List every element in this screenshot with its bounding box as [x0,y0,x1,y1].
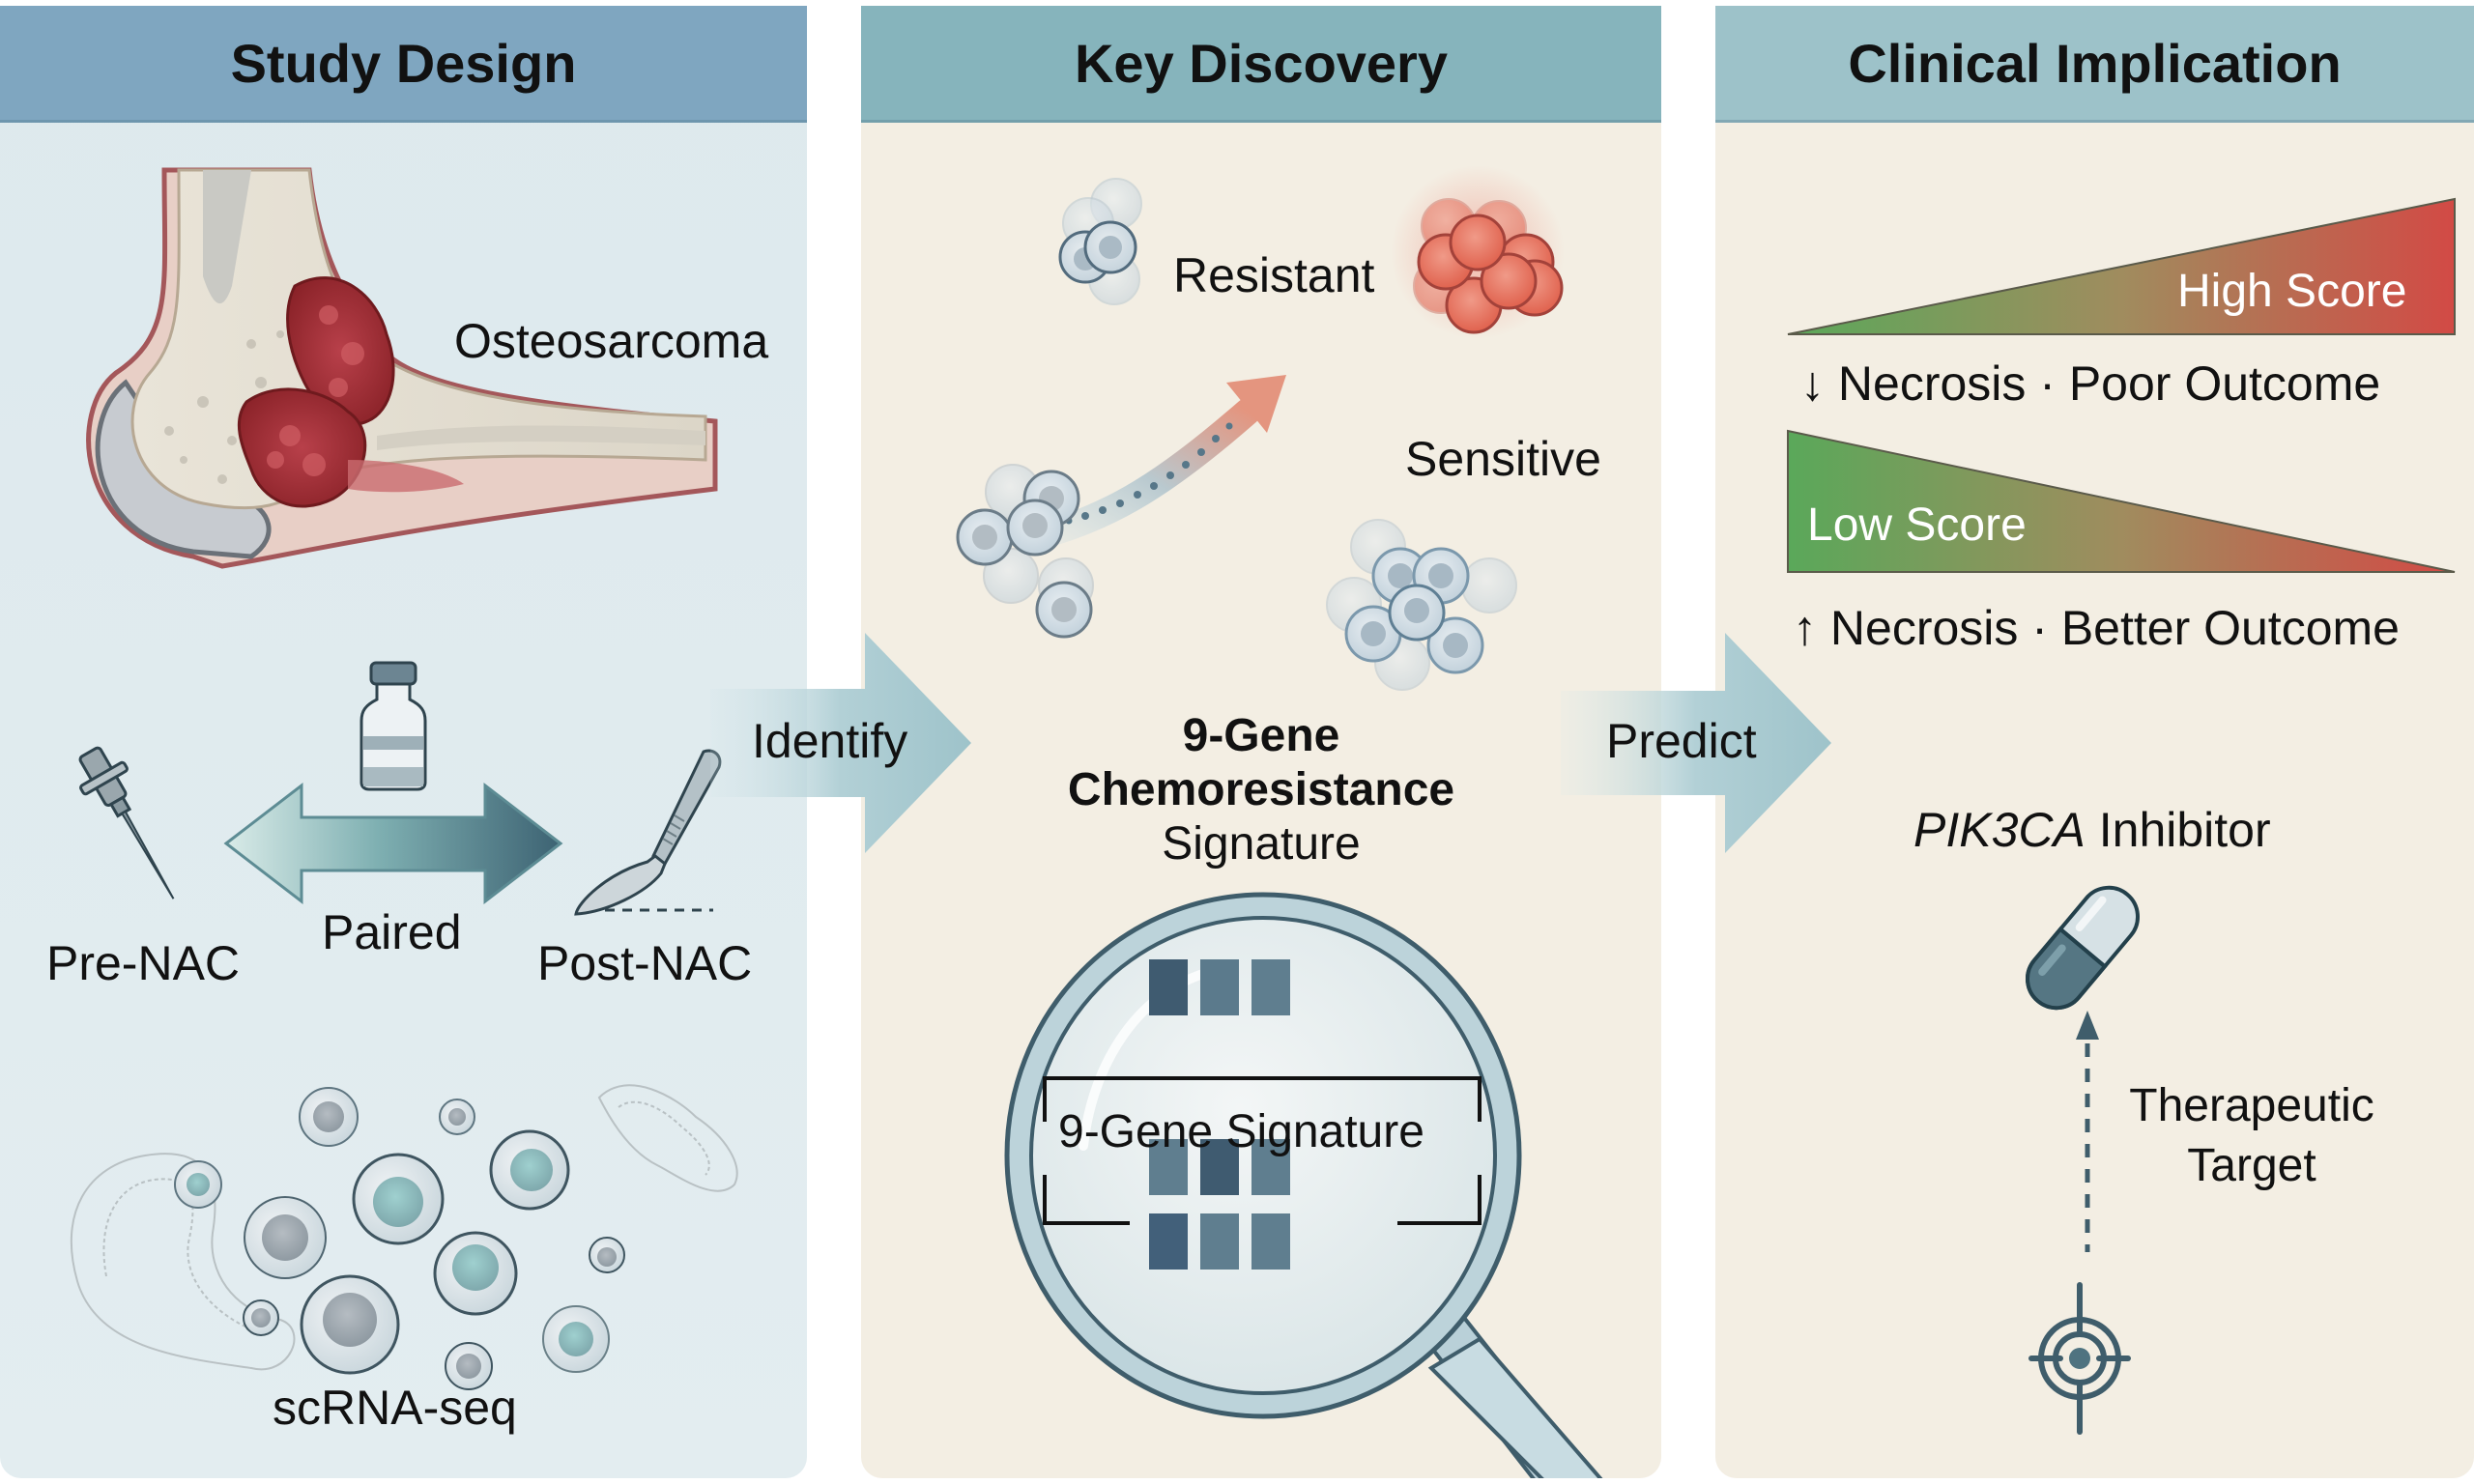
dashed-up-arrow [2076,1011,2099,1252]
key-discovery-header: Key Discovery [861,6,1661,123]
cell-cluster [174,1087,625,1390]
gene-square [1251,1213,1290,1270]
sensitive-cell-cluster [1326,519,1517,691]
low-score-outcome-text: Necrosis · Better Outcome [1829,601,2400,655]
arrow-down-icon: ↓ [1800,357,1825,411]
drug-label: PIK3CA Inhibitor [1913,802,2271,858]
signature-title-line3: Signature [1162,818,1361,870]
risk-score-wedges [1787,197,2456,573]
pill-capsule-icon [2026,885,2140,1011]
high-score-outcome: ↓ Necrosis · Poor Outcome [1800,356,2380,412]
study-design-panel: Study Design Osteosarcoma [0,6,807,1478]
osteosarcoma-bone-illustration [86,167,718,569]
resistant-cell-cluster [1391,165,1565,339]
paired-label: Paired [322,905,462,959]
low-score-wedge [1787,429,2456,573]
gene-square [1251,959,1290,1015]
arrow-up-icon: ↑ [1793,601,1817,655]
target-label: Target [2187,1140,2316,1191]
resistant-label: Resistant [1173,248,1375,302]
signature-title-line1: 9-Gene [1182,710,1340,761]
clinical-implication-panel: Clinical Implication High Score ↓ Necros… [1715,6,2474,1478]
drug-gene-name: PIK3CA [1913,803,2086,857]
scrna-seq-label: scRNA-seq [273,1381,517,1435]
signature-title-line2: Chemoresistance [1067,764,1455,815]
identify-label: Identify [752,714,908,768]
initial-cell-cluster [956,464,1094,639]
crosshair-target-icon [2028,1282,2131,1435]
high-score-label: High Score [2177,266,2407,317]
signature-title: 9-Gene Chemoresistance Signature [861,709,1661,871]
gene-square [1149,959,1188,1015]
sensitive-cell-cluster-top [1058,178,1142,305]
pre-nac-label: Pre-NAC [46,936,241,990]
osteosarcoma-label: Osteosarcoma [454,314,769,368]
gene-square [1200,1139,1239,1195]
drug-suffix: Inhibitor [2085,803,2271,857]
gene-signature-grid [1149,959,1290,1270]
key-discovery-panel: Key Discovery [861,6,1661,1478]
biopsy-needle-icon [78,746,175,899]
gene-square [1149,1139,1188,1195]
predict-flow-arrow [1561,633,1831,853]
paired-double-arrow [223,782,563,905]
therapeutic-label: Therapeutic [2129,1080,2374,1131]
therapeutic-target-label: Therapeutic Target [2092,1076,2411,1196]
sensitive-label: Sensitive [1405,432,1601,486]
gene-square [1200,1213,1239,1270]
gene-square [1251,1139,1290,1195]
low-score-label: Low Score [1807,499,2027,551]
magnifying-glass-icon [1004,892,1603,1478]
predict-label: Predict [1606,714,1757,768]
gene-square [1200,959,1239,1015]
cell-transition-illustration [956,165,1565,691]
lens-signature-label: 9-Gene Signature [1058,1106,1424,1157]
gene-square [1149,1213,1188,1270]
post-nac-label: Post-NAC [537,936,753,990]
study-design-header: Study Design [0,6,807,123]
low-score-outcome: ↑ Necrosis · Better Outcome [1793,600,2400,656]
chemotherapy-vial-icon [360,661,427,791]
identify-flow-arrow [710,633,971,853]
high-score-wedge [1787,197,2456,335]
high-score-outcome-text: Necrosis · Poor Outcome [1837,357,2381,411]
surgical-scalpel-icon [574,749,722,916]
scrna-seq-cells-illustration [70,1084,738,1390]
clinical-implication-header: Clinical Implication [1715,6,2474,123]
